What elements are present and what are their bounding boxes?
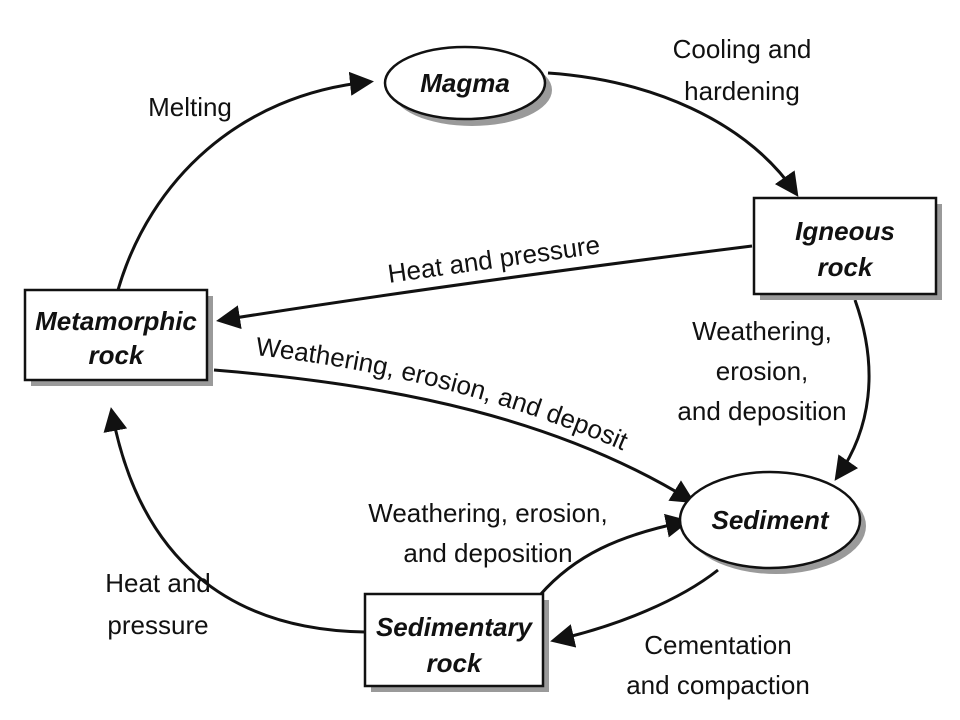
label-heat-pressure-left-1: Heat and bbox=[105, 568, 211, 598]
node-igneous-label-1: Igneous bbox=[795, 216, 895, 246]
node-igneous-label-2: rock bbox=[818, 252, 874, 282]
node-metamorphic-rock: Metamorphic rock bbox=[23, 288, 213, 386]
arrow-heat-pressure-left bbox=[103, 407, 366, 634]
label-heat-pressure-left-2: pressure bbox=[107, 610, 208, 640]
node-sediment: Sediment bbox=[678, 470, 866, 574]
arrow-cementation-compaction bbox=[550, 568, 719, 648]
node-sedimentary-rock: Sedimentary rock bbox=[363, 592, 549, 692]
label-cementation-2: and compaction bbox=[626, 670, 810, 700]
node-sedimentary-label-1: Sedimentary bbox=[376, 612, 534, 642]
label-weathering-lower-1: Weathering, erosion, bbox=[368, 498, 607, 528]
label-weathering-right-1: Weathering, bbox=[692, 316, 832, 346]
label-weathering-middle: Weathering, erosion, and deposit bbox=[254, 331, 633, 456]
arrow-weathering-right bbox=[834, 299, 871, 481]
node-igneous-rock: Igneous rock bbox=[752, 196, 942, 300]
label-weathering-right-2: erosion, bbox=[716, 356, 809, 386]
node-metamorphic-label-2: rock bbox=[89, 340, 145, 370]
label-melting: Melting bbox=[148, 92, 232, 122]
label-cooling-1: Cooling and bbox=[673, 34, 812, 64]
arrow-melting bbox=[116, 71, 374, 291]
node-sediment-label: Sediment bbox=[711, 505, 829, 535]
node-sedimentary-label-2: rock bbox=[427, 648, 483, 678]
label-weathering-right-3: and deposition bbox=[677, 396, 846, 426]
node-magma-label: Magma bbox=[420, 68, 510, 98]
arrow-weathering-middle bbox=[213, 368, 696, 504]
label-weathering-lower-2: and deposition bbox=[403, 538, 572, 568]
arrow-weathering-lower bbox=[538, 513, 690, 596]
arrow-heat-pressure-top bbox=[216, 244, 753, 330]
label-cooling-2: hardening bbox=[684, 76, 800, 106]
arrow-cooling-hardening bbox=[547, 71, 799, 197]
node-metamorphic-label-1: Metamorphic bbox=[35, 306, 197, 336]
label-cementation-1: Cementation bbox=[644, 630, 791, 660]
node-magma: Magma bbox=[383, 45, 552, 126]
